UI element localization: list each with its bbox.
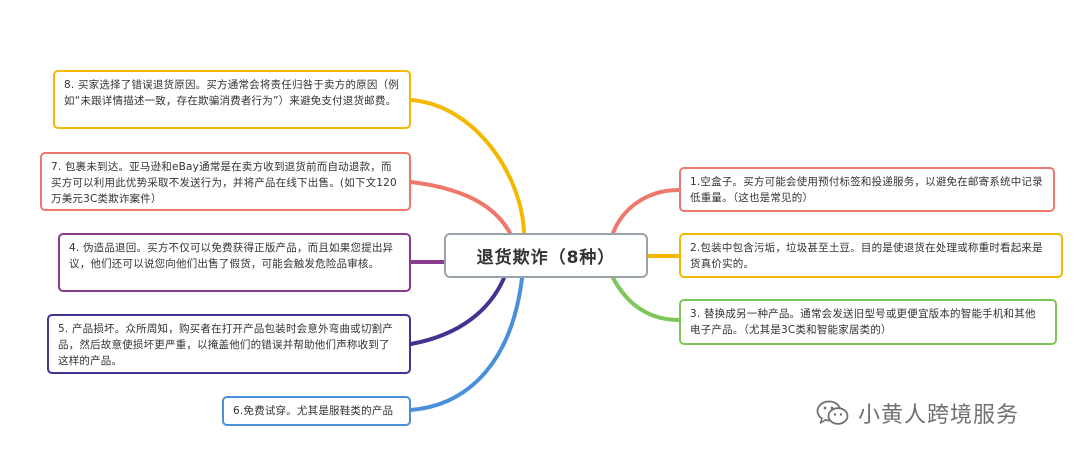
topic-node-5[interactable]: 5. 产品损坏。众所周知，购买者在打开产品包装时会意外弯曲或切割产品，然后故意使…: [47, 314, 411, 374]
link-n1: [611, 188, 681, 235]
topic-node-4[interactable]: 4. 伪造品退回。买方不仅可以免费获得正版产品，而且如果您提出异议，他们还可以说…: [58, 233, 411, 292]
topic-node-7[interactable]: 7. 包裹未到达。亚马逊和eBay通常是在卖方收到退货前而自动退款，而买方可以利…: [40, 152, 411, 211]
link-n7: [409, 180, 512, 235]
topic-node-8-text: 8. 买家选择了错误退货原因。买方通常会将责任归咎于卖方的原因（例如“未跟详情描…: [64, 79, 399, 107]
topic-node-7-text: 7. 包裹未到达。亚马逊和eBay通常是在卖方收到退货前而自动退款，而买方可以利…: [51, 161, 397, 205]
watermark-text: 小黄人跨境服务: [858, 403, 1020, 428]
topic-node-4-text: 4. 伪造品退回。买方不仅可以免费获得正版产品，而且如果您提出异议，他们还可以说…: [69, 242, 394, 270]
wechat-icon: [816, 400, 849, 425]
topic-node-1[interactable]: 1.空盒子。买方可能会使用预付标签和投递服务，以避免在邮寄系统中记录低重量。（这…: [679, 167, 1055, 212]
topic-node-6-text: 6.免费试穿。尤其是服鞋类的产品: [233, 405, 394, 417]
topic-node-6[interactable]: 6.免费试穿。尤其是服鞋类的产品: [222, 396, 411, 426]
topic-node-3[interactable]: 3. 替换成另一种产品。通常会发送旧型号或更便宜版本的智能手机和其他电子产品。（…: [679, 299, 1057, 345]
root-topic-title: 退货欺诈（8种）: [476, 248, 616, 268]
link-n5: [409, 276, 506, 346]
topic-node-1-text: 1.空盒子。买方可能会使用预付标签和投递服务，以避免在邮寄系统中记录低重量。（这…: [690, 176, 1043, 204]
root-topic[interactable]: 退货欺诈（8种）: [444, 233, 648, 278]
link-n3: [611, 276, 681, 322]
topic-node-2[interactable]: 2.包装中包含污垢，垃圾甚至土豆。目的是使退货在处理或称重时看起来是货真价实的。: [679, 233, 1063, 278]
topic-node-2-text: 2.包装中包含污垢，垃圾甚至土豆。目的是使退货在处理或称重时看起来是货真价实的。: [690, 242, 1043, 270]
link-n8: [409, 98, 526, 235]
topic-node-3-text: 3. 替换成另一种产品。通常会发送旧型号或更便宜版本的智能手机和其他电子产品。（…: [690, 308, 1036, 336]
topic-node-8[interactable]: 8. 买家选择了错误退货原因。买方通常会将责任归咎于卖方的原因（例如“未跟详情描…: [53, 70, 411, 129]
watermark: 小黄人跨境服务: [816, 396, 1019, 430]
topic-node-5-text: 5. 产品损坏。众所周知，购买者在打开产品包装时会意外弯曲或切割产品，然后故意使…: [58, 323, 393, 367]
link-n6: [409, 276, 524, 412]
